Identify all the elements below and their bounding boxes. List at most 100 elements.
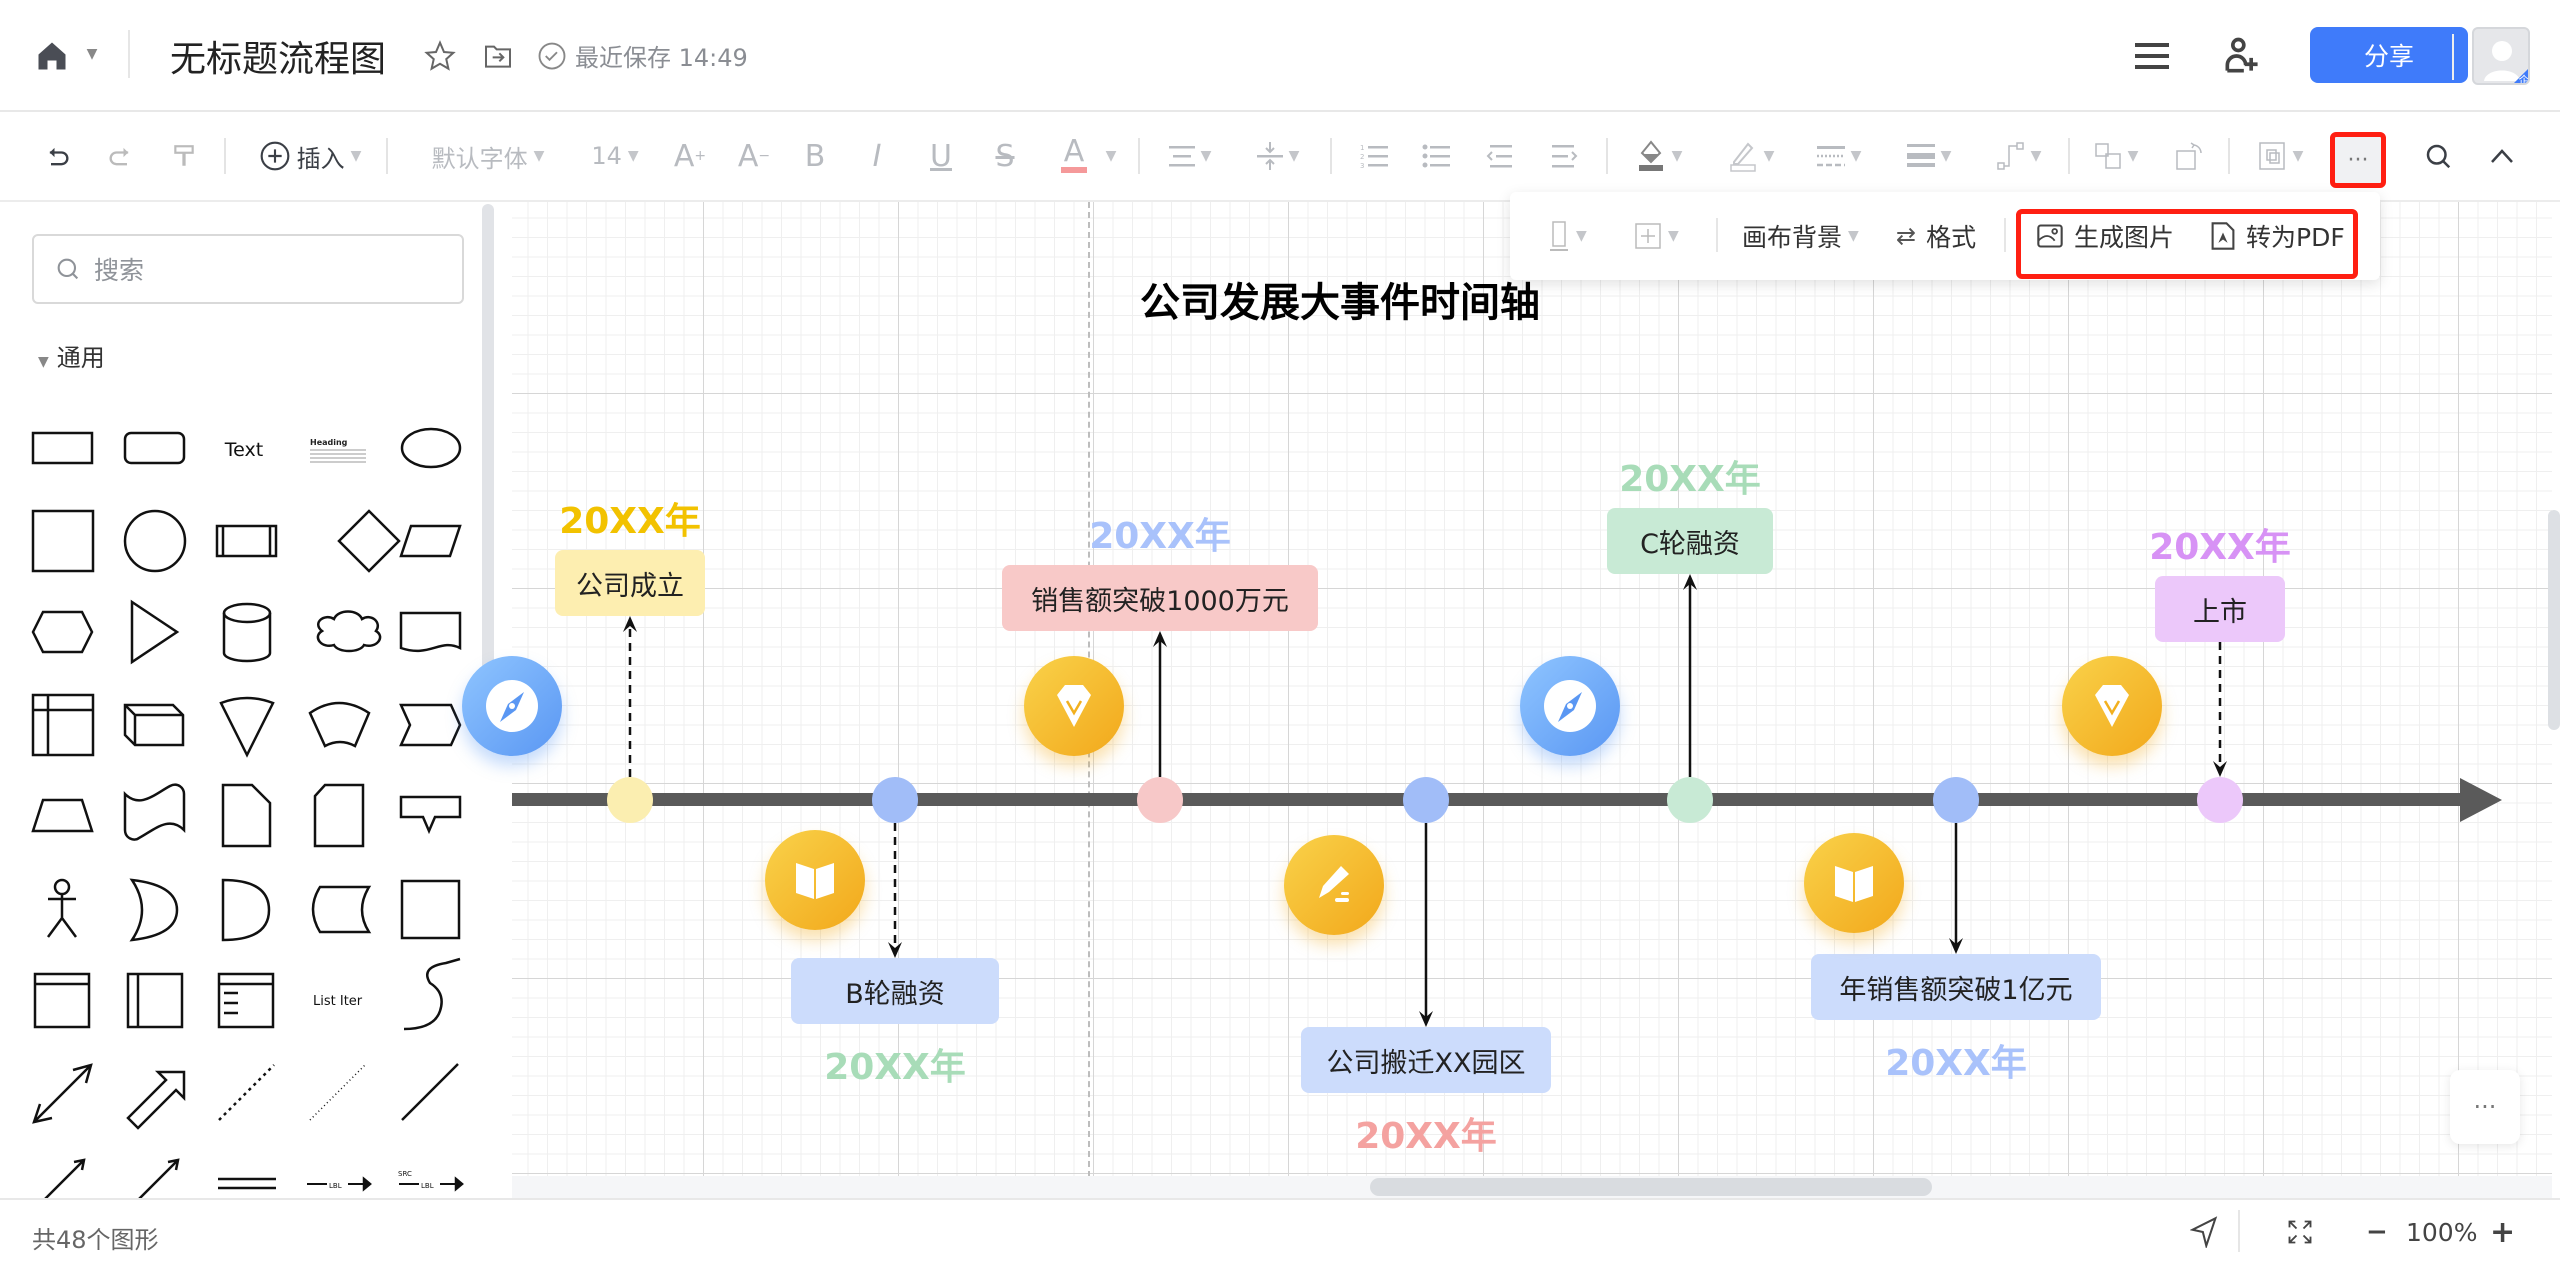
- canvas-background-button[interactable]: 画布背景▼: [1742, 212, 1859, 260]
- move-to-folder-icon[interactable]: [478, 36, 518, 76]
- timeline-node[interactable]: [1403, 777, 1449, 823]
- event-label-box[interactable]: 年销售额突破1亿元: [1811, 954, 2101, 1020]
- event-year[interactable]: 20XX年: [1885, 1043, 2027, 1084]
- page-layout-button[interactable]: ▼: [1634, 212, 1679, 260]
- shape-curved-arrow[interactable]: [403, 957, 461, 1031]
- shape-callout[interactable]: [399, 795, 462, 835]
- line-width-button[interactable]: ▼: [1896, 132, 1962, 180]
- shape-block-arrow[interactable]: [126, 1070, 186, 1130]
- home-dropdown-caret[interactable]: ▼: [86, 46, 98, 62]
- shape-annular-sector[interactable]: [308, 701, 371, 748]
- menu-icon[interactable]: [2132, 34, 2172, 78]
- event-badge[interactable]: [2062, 656, 2162, 756]
- timeline-node[interactable]: [872, 777, 918, 823]
- bold-button[interactable]: B: [804, 138, 826, 174]
- shape-heading[interactable]: Heading: [310, 438, 366, 463]
- shape-rounded-rectangle[interactable]: [123, 431, 186, 465]
- rotate-button[interactable]: [2170, 132, 2210, 180]
- event-label-box[interactable]: 公司成立: [555, 550, 705, 616]
- event-badge[interactable]: [1520, 656, 1620, 756]
- bullet-list-button[interactable]: [1418, 132, 1454, 180]
- font-family-select[interactable]: 默认字体▼: [418, 132, 558, 180]
- event-label-box[interactable]: 上市: [2155, 576, 2285, 642]
- shape-list-item[interactable]: List Iter: [313, 994, 363, 1009]
- shape-sector[interactable]: [219, 696, 275, 758]
- shape-cylinder[interactable]: [222, 602, 272, 663]
- generate-image-button[interactable]: 生成图片: [2036, 212, 2174, 260]
- font-size-select[interactable]: 14▼: [591, 142, 639, 170]
- format-button[interactable]: ⇄格式: [1896, 212, 1976, 260]
- zoom-in-button[interactable]: +: [2490, 1214, 2516, 1250]
- connector-style-button[interactable]: ▼: [1986, 132, 2052, 180]
- shape-sidebar-window[interactable]: [126, 972, 184, 1029]
- home-icon[interactable]: [30, 34, 74, 78]
- timeline-axis[interactable]: [512, 793, 2472, 806]
- shape-dashed-line[interactable]: [309, 1064, 366, 1121]
- shape-diamond[interactable]: [337, 509, 401, 573]
- shape-tape[interactable]: [123, 783, 186, 841]
- floating-more-button[interactable]: ···: [2450, 1070, 2520, 1144]
- vertical-align-button[interactable]: ▼: [1248, 132, 1308, 180]
- zoom-out-button[interactable]: −: [2366, 1217, 2388, 1247]
- shape-arrow-connector[interactable]: [44, 1158, 86, 1198]
- shape-arrow-connector-2[interactable]: [138, 1158, 180, 1198]
- shape-process[interactable]: [215, 524, 278, 558]
- event-year[interactable]: 20XX年: [559, 501, 701, 542]
- shape-ellipse[interactable]: [400, 427, 462, 469]
- shape-hexagon[interactable]: [31, 610, 94, 654]
- shape-double-line[interactable]: [218, 1177, 276, 1190]
- shape-rectangle[interactable]: [31, 431, 94, 465]
- shape-parallelogram[interactable]: [399, 524, 462, 558]
- timeline-node[interactable]: [1137, 777, 1183, 823]
- canvas-horizontal-scrollbar[interactable]: [1370, 1178, 1932, 1196]
- sidebar-scrollbar[interactable]: [482, 204, 494, 734]
- timeline-node[interactable]: [2197, 777, 2243, 823]
- shape-dotted-line[interactable]: [218, 1064, 275, 1121]
- event-label-box[interactable]: 公司搬迁XX园区: [1301, 1027, 1551, 1093]
- page-size-button[interactable]: ▼: [1548, 212, 1587, 260]
- shape-square-alt[interactable]: [400, 879, 461, 940]
- font-color-button[interactable]: A: [1054, 132, 1094, 180]
- redo-button[interactable]: [100, 132, 140, 180]
- shape-window[interactable]: [33, 972, 91, 1029]
- event-badge[interactable]: [1804, 833, 1904, 933]
- outdent-button[interactable]: [1482, 132, 1518, 180]
- event-year[interactable]: 20XX年: [1089, 516, 1231, 557]
- undo-button[interactable]: [38, 132, 78, 180]
- convert-pdf-button[interactable]: 转为PDF: [2210, 212, 2345, 260]
- event-year[interactable]: 20XX年: [1355, 1116, 1497, 1157]
- shape-chevron[interactable]: [399, 703, 462, 747]
- shape-card[interactable]: [313, 783, 365, 848]
- section-general-toggle[interactable]: ▼通用: [38, 338, 105, 373]
- indent-button[interactable]: [1546, 132, 1582, 180]
- fill-color-button[interactable]: ▼: [1626, 132, 1692, 180]
- shape-search-input[interactable]: 搜索: [32, 234, 464, 304]
- diagram-title[interactable]: 公司发展大事件时间轴: [1140, 280, 1540, 326]
- shape-document[interactable]: [399, 611, 462, 653]
- shape-labeled-connector[interactable]: LBL: [307, 1176, 372, 1192]
- arrange-button[interactable]: ▼: [2086, 132, 2146, 180]
- share-button[interactable]: 分享: [2310, 27, 2468, 83]
- shape-text[interactable]: Text: [224, 439, 263, 461]
- event-year[interactable]: 20XX年: [2149, 527, 2291, 568]
- shape-bidirectional-arrow[interactable]: [32, 1063, 93, 1124]
- event-label-box[interactable]: 销售额突破1000万元: [1002, 565, 1318, 631]
- line-style-button[interactable]: ▼: [1806, 132, 1872, 180]
- more-options-button[interactable]: ···: [2330, 132, 2386, 188]
- canvas-vertical-scrollbar[interactable]: [2548, 510, 2560, 730]
- underline-button[interactable]: U: [930, 138, 952, 174]
- event-year[interactable]: 20XX年: [1619, 459, 1761, 500]
- event-label-box[interactable]: C轮融资: [1607, 508, 1773, 574]
- increase-font-button[interactable]: A+: [673, 138, 707, 174]
- format-painter-button[interactable]: [164, 132, 204, 180]
- add-collaborator-icon[interactable]: [2218, 32, 2266, 80]
- group-button[interactable]: ▼: [2248, 132, 2312, 180]
- line-color-button[interactable]: ▼: [1718, 132, 1784, 180]
- star-icon[interactable]: [420, 36, 460, 76]
- shape-note[interactable]: [221, 783, 272, 848]
- avatar[interactable]: 企: [2472, 27, 2530, 85]
- search-canvas-icon[interactable]: [2416, 132, 2460, 180]
- shape-actor[interactable]: [46, 878, 78, 938]
